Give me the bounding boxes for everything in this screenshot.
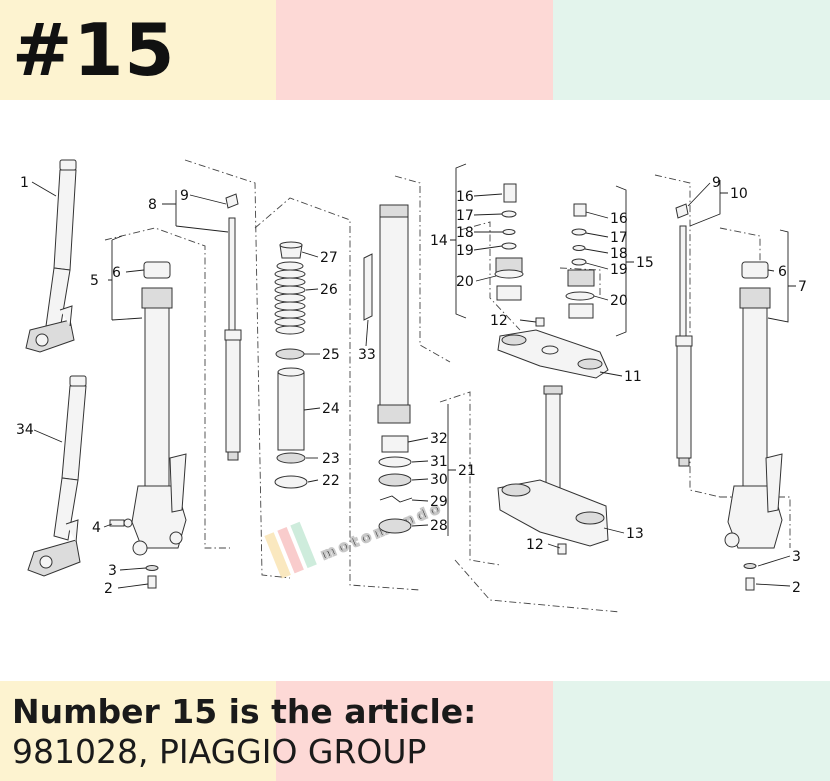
exploded-parts-diagram: motomundo — [16, 159, 807, 613]
spring-and-boot-stack — [274, 241, 308, 489]
callout-7: 7 — [798, 279, 807, 295]
article-number-manufacturer: 981028, PIAGGIO GROUP — [12, 732, 427, 771]
callout-25: 25 — [322, 347, 340, 363]
footer-band-pink — [276, 681, 553, 781]
callout-9-right: 9 — [712, 175, 721, 191]
callout-4: 4 — [92, 520, 101, 536]
callout-16-right: 16 — [610, 211, 628, 227]
callout-3: 3 — [108, 563, 117, 579]
callout-8: 8 — [148, 197, 157, 213]
callout-3-right: 3 — [792, 549, 801, 565]
callout-20-right: 20 — [610, 293, 628, 309]
callout-27: 27 — [320, 250, 338, 266]
callout-18-right: 18 — [610, 246, 628, 262]
callout-23: 23 — [322, 451, 340, 467]
lower-triple-clamp — [497, 385, 609, 555]
callout-26: 26 — [320, 282, 338, 298]
callout-labels: 1 2 3 4 5 6 7 8 9 10 11 12 13 14 15 16 1… — [16, 175, 807, 597]
steering-bearing-group-15 — [565, 203, 595, 319]
callout-10: 10 — [730, 186, 748, 202]
header-band-mint — [553, 0, 830, 100]
callout-19: 19 — [456, 243, 474, 259]
callout-13: 13 — [626, 526, 644, 542]
part-number-title: #15 — [12, 8, 176, 92]
callout-15: 15 — [636, 255, 654, 271]
callout-2: 2 — [104, 581, 113, 597]
seal-and-bushing-stack — [378, 435, 413, 534]
callout-5: 5 — [90, 273, 99, 289]
callout-6: 6 — [112, 265, 121, 281]
leader-lines — [31, 163, 796, 589]
header-band-pink — [276, 0, 553, 100]
stanchion-tube — [363, 204, 411, 424]
callout-16: 16 — [456, 189, 474, 205]
dust-boot-bellows — [274, 261, 306, 335]
footer-band-mint — [553, 681, 830, 781]
callout-31: 31 — [430, 454, 448, 470]
callout-33: 33 — [358, 347, 376, 363]
footer-band-yellow — [0, 681, 276, 781]
footer-band — [0, 681, 830, 781]
callout-19-right: 19 — [610, 262, 628, 278]
callout-20: 20 — [456, 274, 474, 290]
steering-bearing-group-14 — [494, 183, 524, 301]
callout-29: 29 — [430, 494, 448, 510]
right-damper-cartridge — [675, 203, 693, 467]
callout-21: 21 — [458, 463, 476, 479]
callout-9: 9 — [180, 188, 189, 204]
callout-30: 30 — [430, 472, 448, 488]
callout-32: 32 — [430, 431, 448, 447]
article-caption: Number 15 is the article: — [12, 692, 477, 731]
callout-17-right: 17 — [610, 230, 628, 246]
left-outer-tube — [131, 261, 187, 556]
callout-14: 14 — [430, 233, 448, 249]
header-band-yellow — [0, 0, 276, 100]
callout-1: 1 — [20, 175, 29, 191]
fork-leg-assembly-1 — [25, 159, 77, 353]
assembly-guides — [104, 159, 791, 613]
callout-12: 12 — [490, 313, 508, 329]
watermark-text: motomundo — [319, 499, 446, 563]
upper-triple-clamp — [497, 317, 609, 379]
callout-11: 11 — [624, 369, 642, 385]
callout-34: 34 — [16, 422, 34, 438]
callout-24: 24 — [322, 401, 340, 417]
callout-28: 28 — [430, 518, 448, 534]
callout-12-lower: 12 — [526, 537, 544, 553]
callout-2-right: 2 — [792, 580, 801, 596]
fork-leg-assembly-34 — [27, 375, 87, 577]
left-damper-cartridge — [224, 193, 242, 461]
header-band — [0, 0, 830, 100]
right-outer-tube — [724, 261, 783, 591]
callout-6-right: 6 — [778, 264, 787, 280]
callout-22: 22 — [322, 473, 340, 489]
callout-18: 18 — [456, 225, 474, 241]
callout-17: 17 — [456, 208, 474, 224]
